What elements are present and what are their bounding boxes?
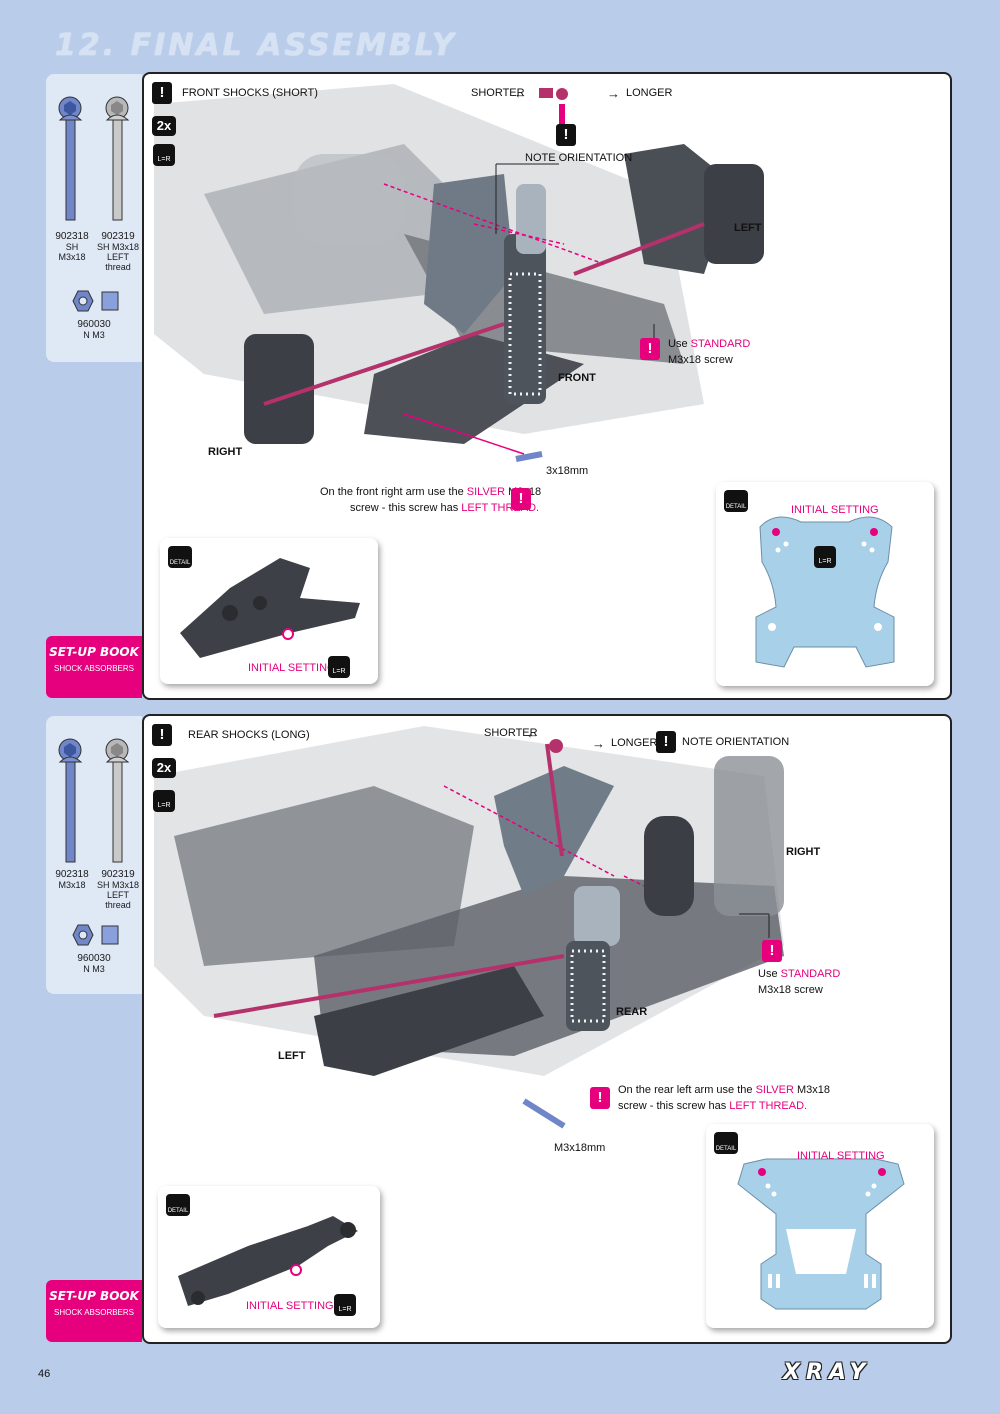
note-orientation-label: NOTE ORIENTATION <box>525 152 633 164</box>
left-equals-right-icon: L=R <box>328 656 350 678</box>
detail-arm-box: DETAIL INITIAL SETTING L=R <box>158 1186 380 1328</box>
detail-plate-box: DETAIL INITIAL SETTING <box>706 1124 934 1328</box>
arrow-left-icon: ← <box>514 86 527 101</box>
arrow-right-icon: → <box>607 86 620 101</box>
part-902319: 902319 SH M3x18 LEFT thread <box>96 869 140 911</box>
shorter-label: SHORTER <box>471 87 525 99</box>
arrow-left-icon: ← <box>526 726 539 741</box>
longer-label: LONGER <box>626 87 673 99</box>
left-equals-right-icon: L=R <box>153 144 175 166</box>
parts-sidebar-front: 902318 SH M3x18 902319 SH M3x18 LEFT thr… <box>46 74 142 362</box>
note-icon: ! <box>152 82 172 104</box>
orientation-warning-icon: ! <box>656 731 676 753</box>
use-standard-screw: M3x18 screw <box>758 984 823 996</box>
page-title: 12. FINAL ASSEMBLY <box>55 28 457 63</box>
use-standard-screw: M3x18 screw <box>668 354 733 366</box>
front-shocks-panel: ! FRONT SHOCKS (SHORT) 2x L=R SHORTER ← … <box>142 72 952 700</box>
setup-book-badge-rear[interactable]: SET-UP BOOK SHOCK ABSORBERS <box>46 1280 142 1342</box>
note-orientation-label: NOTE ORIENTATION <box>682 736 790 748</box>
rear-shock-tower-illustration <box>737 1158 905 1310</box>
setup-book-badge-front[interactable]: SET-UP BOOK SHOCK ABSORBERS <box>46 636 142 698</box>
standard-screw-warning-icon: ! <box>762 940 782 962</box>
front-arm-illustration <box>180 558 360 658</box>
detail-arm-box: DETAIL INITIAL SETTING L=R <box>160 538 378 684</box>
right-side-label: RIGHT <box>786 846 821 858</box>
left-thread-warning-icon: ! <box>590 1087 610 1109</box>
part-902318: 902318 M3x18 <box>55 869 89 891</box>
left-equals-right-icon: L=R <box>814 546 836 568</box>
arm-note-line2: screw - this screw has LEFT THREAD. <box>618 1100 808 1112</box>
nut-icon <box>72 290 119 312</box>
front-shock-tower-illustration <box>755 516 895 668</box>
quantity-icon: 2x <box>152 116 176 136</box>
initial-setting-label: INITIAL SETTING <box>248 662 336 674</box>
section-heading: REAR SHOCKS (LONG) <box>188 729 310 741</box>
brand-logo: XRAY <box>783 1360 872 1385</box>
detail-plate-box: DETAIL INITIAL SETTING L=R <box>716 482 934 686</box>
left-side-label: LEFT <box>734 222 762 234</box>
part-902318: 902318 SH M3x18 <box>55 231 89 263</box>
standard-screw-warning-icon: ! <box>640 338 660 360</box>
front-label: FRONT <box>558 372 596 384</box>
left-equals-right-icon: L=R <box>334 1294 356 1316</box>
parts-sidebar-rear: 902318 M3x18 902319 SH M3x18 LEFT thread… <box>46 716 142 994</box>
left-thread-warning-icon: ! <box>511 488 531 510</box>
shorter-label: SHORTER <box>484 727 538 739</box>
arm-note-line1: On the front right arm use the SILVER M3… <box>320 486 541 498</box>
detail-magnifier-icon: DETAIL <box>168 546 192 568</box>
rear-shocks-panel: ! REAR SHOCKS (LONG) 2x L=R SHORTER ← → … <box>142 714 952 1344</box>
quantity-icon: 2x <box>152 758 176 778</box>
right-side-label: RIGHT <box>208 446 243 458</box>
screw-size-label: M3x18mm <box>554 1142 606 1154</box>
rear-arm-illustration <box>178 1216 358 1306</box>
note-icon: ! <box>152 724 172 746</box>
detail-magnifier-icon: DETAIL <box>714 1132 738 1154</box>
page-number: 46 <box>38 1368 51 1380</box>
arrow-right-icon: → <box>592 736 605 751</box>
initial-setting-label: INITIAL SETTING <box>791 504 879 516</box>
screw-icons <box>58 738 130 863</box>
left-equals-right-icon: L=R <box>153 790 175 812</box>
initial-setting-label: INITIAL SETTING <box>246 1300 334 1312</box>
screw-size-label: 3x18mm <box>546 465 589 477</box>
left-side-label: LEFT <box>278 1050 306 1062</box>
orientation-warning-icon: ! <box>556 124 576 146</box>
nut-icon <box>72 924 119 946</box>
detail-magnifier-icon: DETAIL <box>166 1194 190 1216</box>
rear-label: REAR <box>616 1006 648 1018</box>
part-902319: 902319 SH M3x18 LEFT thread <box>96 231 140 273</box>
front-assembly-illustration <box>154 84 764 462</box>
arm-note-line1: On the rear left arm use the SILVER M3x1… <box>618 1084 830 1096</box>
longer-label: LONGER <box>611 737 658 749</box>
part-960030: 960030 N M3 <box>77 319 111 341</box>
section-heading: FRONT SHOCKS (SHORT) <box>182 87 318 99</box>
part-960030: 960030 N M3 <box>77 953 111 975</box>
rear-assembly-illustration <box>154 726 784 1129</box>
screw-icons <box>58 96 130 221</box>
use-standard-note: Use STANDARD <box>668 338 751 350</box>
initial-setting-label: INITIAL SETTING <box>797 1150 885 1162</box>
detail-magnifier-icon: DETAIL <box>724 490 748 512</box>
use-standard-note: Use STANDARD <box>758 968 841 980</box>
